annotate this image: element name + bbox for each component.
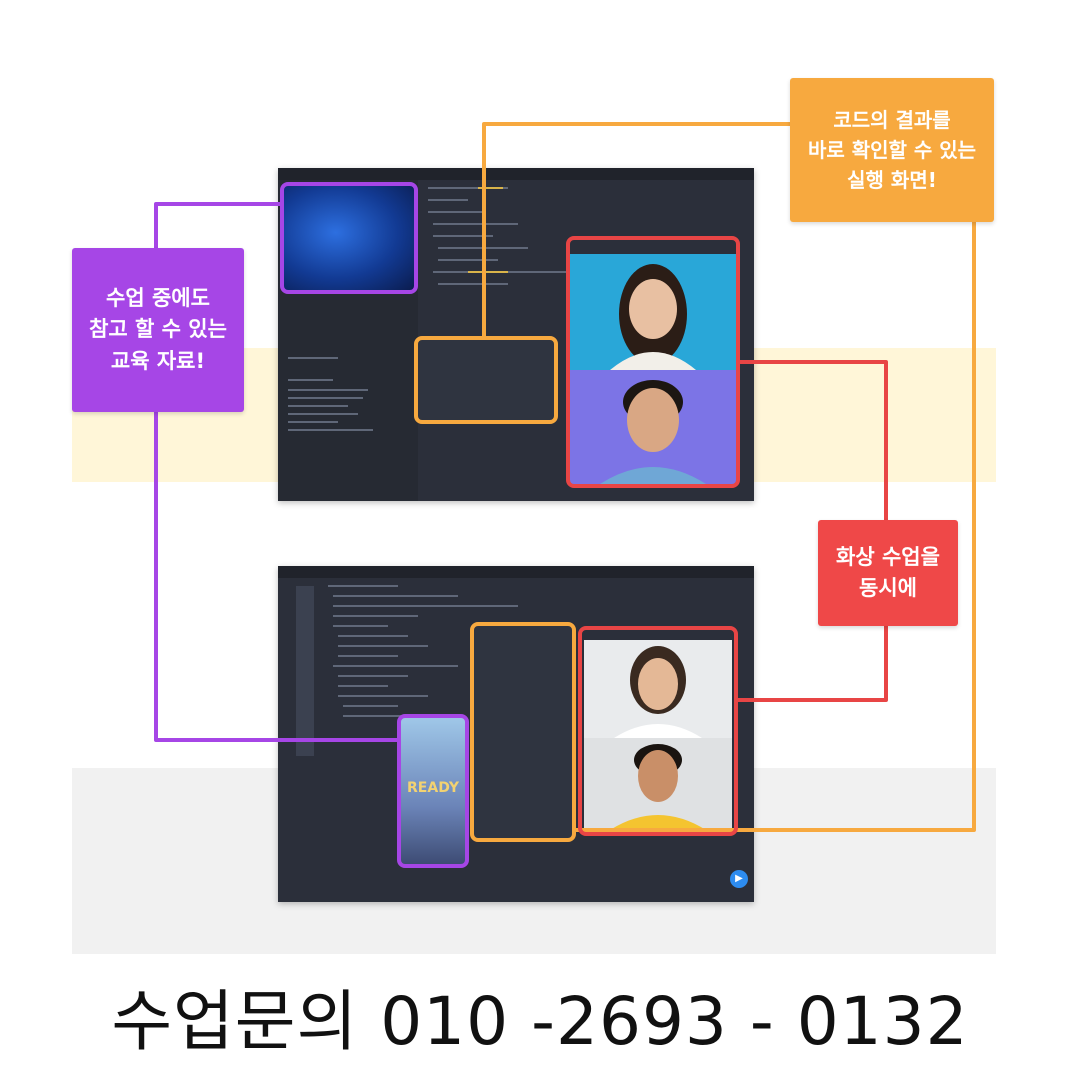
app-topbar: [278, 168, 754, 180]
game-preview-phone: READY: [400, 718, 466, 866]
callout-execution: 코드의 결과를 바로 확인할 수 있는 실행 화면!: [790, 78, 994, 222]
callout-materials: 수업 중에도 참고 할 수 있는 교육 자료!: [72, 248, 244, 412]
video-participant-4: [584, 738, 732, 830]
materials-frame-top: [280, 182, 418, 294]
person-icon: [614, 646, 702, 738]
video-participant-2: [570, 370, 736, 484]
person-icon: [610, 744, 706, 830]
contact-footer: 수업문의 010 -2693 - 0132: [111, 983, 969, 1060]
video-frame-bottom: [578, 626, 738, 836]
video-call-top: [570, 240, 736, 484]
education-map-image: [282, 184, 416, 292]
red-connector-bottom: [738, 626, 888, 702]
video-frame-top: [566, 236, 740, 488]
output-panel-top: [418, 340, 554, 420]
orange-connector-bottom: [574, 222, 976, 832]
output-frame-top: [414, 336, 558, 424]
callout-video: 화상 수업을 동시에: [818, 520, 958, 626]
play-icon[interactable]: ▶: [730, 870, 748, 888]
purple-connector-bottom: [154, 412, 400, 742]
game-ready-text: READY: [407, 780, 459, 796]
video-participant-1: [570, 254, 736, 370]
person-icon: [610, 264, 696, 370]
orange-connector-top: [482, 122, 790, 340]
materials-frame-bottom: [397, 714, 469, 868]
output-frame-bottom: [470, 622, 576, 842]
code-editor-lines: [288, 187, 568, 431]
app-topbar: [278, 566, 754, 578]
red-connector-top: [738, 360, 888, 520]
video-call-bottom: [584, 632, 732, 830]
video-participant-3: [584, 640, 732, 738]
purple-connector-top: [154, 202, 282, 248]
person-icon: [600, 380, 706, 484]
code-editor-lines: [296, 585, 518, 756]
output-panel-bottom: [474, 626, 574, 840]
